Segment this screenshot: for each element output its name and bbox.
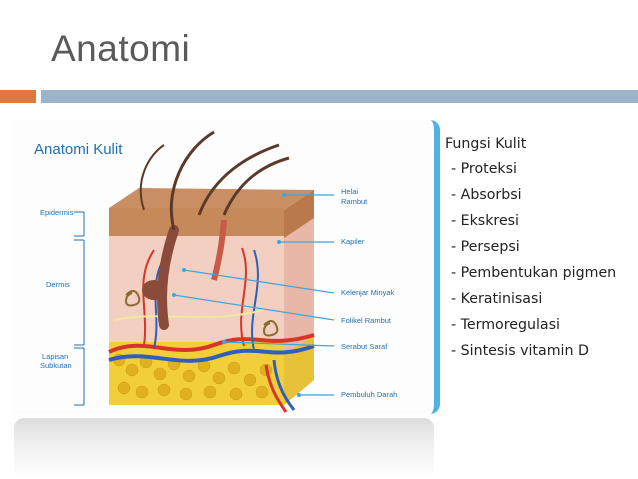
label-kelenjar-minyak: Kelenjar Minyak xyxy=(341,288,395,297)
label-kapiler: Kapiler xyxy=(341,237,365,246)
accent-bar-orange xyxy=(0,90,36,103)
label-dermis: Dermis xyxy=(46,280,70,289)
artery xyxy=(108,333,315,354)
nerve-fiber xyxy=(113,309,265,321)
label-epidermis: Epidermis xyxy=(40,208,74,217)
epidermis-layer xyxy=(109,208,284,236)
label-serabut-saraf: Serabut Saraf xyxy=(341,342,388,351)
list-item: - Proteksi xyxy=(451,161,517,177)
list-item: - Persepsi xyxy=(451,239,520,255)
figure-reflection xyxy=(14,418,434,478)
list-item: - Termoregulasi xyxy=(451,317,560,333)
skin-diagram xyxy=(74,130,335,413)
list-item: - Keratinisasi xyxy=(451,291,543,307)
hair-strand xyxy=(169,130,215,231)
label-helai: Helai xyxy=(341,187,359,196)
accent-bar-blue xyxy=(41,90,638,103)
label-folikel-rambut: Folikel Rambut xyxy=(341,316,392,325)
label-lapisan: Lapisan xyxy=(42,352,69,361)
label-rambut: Rambut xyxy=(341,197,368,206)
list-item: - Pembentukan pigmen xyxy=(451,265,617,281)
skin-anatomy-figure: Anatomi Kulit xyxy=(14,120,440,414)
figure-title: Anatomi Kulit xyxy=(34,141,123,158)
label-pembuluh-darah: Pembuluh Darah xyxy=(341,390,398,399)
vein xyxy=(108,344,315,363)
slide-title: Anatomi xyxy=(51,28,191,69)
skin-functions-list: Fungsi Kulit - Proteksi - Absorbsi - Eks… xyxy=(445,136,616,364)
label-subkutan: Subkutan xyxy=(40,361,72,370)
skin-block-top xyxy=(109,188,314,210)
hair-follicle xyxy=(157,225,179,330)
list-item: - Sintesis vitamin D xyxy=(451,343,589,359)
list-item: - Ekskresi xyxy=(451,213,519,229)
list-item: - Absorbsi xyxy=(451,187,522,203)
list-heading: Fungsi Kulit xyxy=(445,136,527,152)
